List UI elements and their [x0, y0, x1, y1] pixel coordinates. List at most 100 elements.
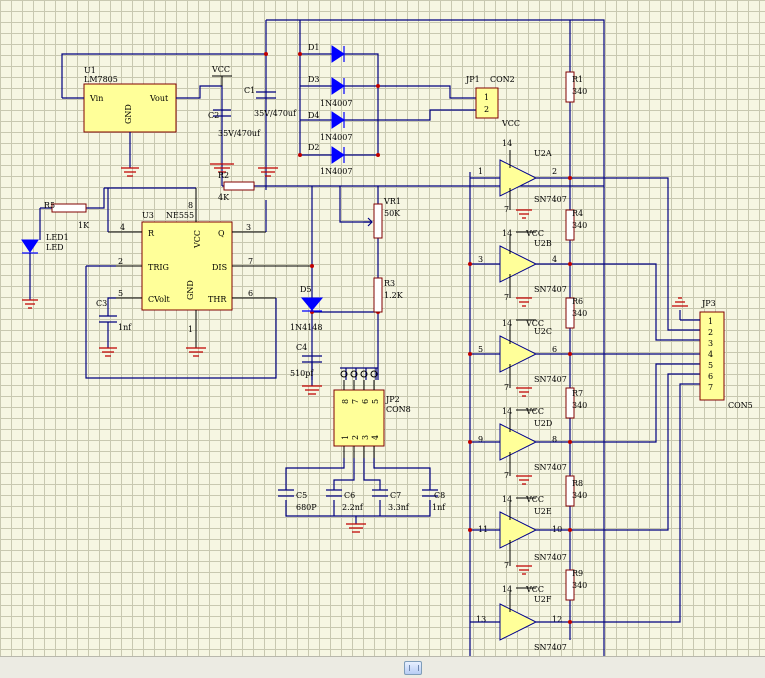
- r6-val-label: 340: [572, 309, 587, 318]
- r3-val-label: 1.2K: [384, 291, 404, 300]
- d5-val-label: 1N4148: [290, 323, 322, 332]
- r6-resistor[interactable]: R6 340: [565, 297, 587, 329]
- d2-ref-label: D2: [308, 143, 320, 152]
- jp2-ground-symbol: [346, 523, 366, 533]
- r5-resistor[interactable]: R5 1K: [44, 201, 90, 230]
- c4-ref-label: C4: [296, 343, 307, 352]
- r3-resistor[interactable]: R3 1.2K: [373, 277, 404, 313]
- led-ref-label: LED1: [46, 233, 69, 242]
- vr1-ref-label: VR1: [383, 197, 401, 206]
- c1-ground-symbol: [258, 167, 278, 177]
- c2-ground-symbol: [210, 163, 234, 173]
- r8-val-label: 340: [572, 491, 587, 500]
- u2b-out-pin: 4: [552, 255, 557, 264]
- jp3-connector[interactable]: JP3 CON5 1 2 3 4 5 6 7: [699, 299, 753, 410]
- u3-vcc-label: VCC: [193, 230, 202, 249]
- u3-cvolt-label: CVolt: [148, 295, 171, 304]
- r8-resistor[interactable]: R8 340: [565, 475, 587, 507]
- jp1-ref-label: JP1: [465, 75, 480, 84]
- u2b-gnd-pin: 7: [504, 293, 509, 302]
- c7-capacitor[interactable]: C7 3.3nf: [372, 489, 410, 512]
- schematic-sheet: U1 LM7805 Vin Vout GND VCC C2 35V/470uf …: [0, 0, 765, 656]
- u1-part-label: LM7805: [84, 75, 118, 84]
- jp3-pin7: 7: [708, 383, 713, 392]
- jp2-pin5: 5: [371, 399, 380, 404]
- jp2-connector[interactable]: JP2 CON8 8 7 6 5 1 2 3 4: [333, 389, 411, 447]
- r7-resistor[interactable]: R7 340: [565, 387, 587, 419]
- c2-capacitor[interactable]: C2 35V/470uf: [208, 109, 261, 138]
- r9-ref-label: R9: [572, 569, 583, 578]
- vr1-val-label: 50K: [384, 209, 401, 218]
- c1-capacitor[interactable]: C1 35V/470uf: [244, 86, 297, 118]
- u2d-part-label: SN7407: [534, 463, 567, 472]
- r1-val-label: 340: [572, 87, 587, 96]
- r2-resistor[interactable]: R2 4K: [218, 171, 255, 202]
- vcc-label-top: VCC: [211, 65, 230, 74]
- diode-d2[interactable]: D2 1N4007: [308, 143, 352, 176]
- c8-capacitor[interactable]: C8 1nf: [422, 489, 446, 512]
- r7-ref-label: R7: [572, 389, 583, 398]
- d3-part-label: 1N4007: [320, 99, 352, 108]
- d4-part-label: 1N4007: [320, 133, 352, 142]
- c4-val-label: 510pf: [290, 369, 314, 378]
- jp3-pin1: 1: [708, 317, 713, 326]
- u3-ne555[interactable]: U3 NE555 R VCC Q TRIG DIS CVolt THR GND: [141, 211, 233, 311]
- jp3-pin2: 2: [708, 328, 713, 337]
- d5-diode[interactable]: D5 1N4148: [290, 285, 324, 332]
- u2e-vcc-pin: 14: [502, 495, 512, 504]
- jp3-pin4: 4: [708, 350, 713, 359]
- u3-thr-label: THR: [208, 295, 227, 304]
- u1-gnd-label: GND: [124, 104, 133, 124]
- r4-ref-label: R4: [572, 209, 583, 218]
- diode-d4[interactable]: D4 1N4007: [308, 111, 352, 142]
- horizontal-scrollbar[interactable]: [0, 656, 765, 678]
- c6-capacitor[interactable]: C6 2.2nf: [326, 489, 364, 512]
- u1-vout-label: Vout: [149, 94, 169, 103]
- u3-pin5: 5: [118, 289, 123, 298]
- c4-capacitor[interactable]: C4 510pf: [290, 343, 322, 386]
- c6-val-label: 2.2nf: [342, 503, 364, 512]
- u3-pin7: 7: [248, 257, 253, 266]
- u2d-out-pin: 8: [552, 435, 557, 444]
- c8-ref-label: C8: [434, 491, 445, 500]
- u2f-out-pin: 12: [552, 615, 562, 624]
- u3-dis-label: DIS: [212, 263, 227, 272]
- r5-val-label: 1K: [78, 221, 90, 230]
- c5-capacitor[interactable]: C5 680P: [278, 489, 317, 512]
- u2e-part-label: SN7407: [534, 553, 567, 562]
- jp3-ref-label: JP3: [701, 299, 716, 308]
- u1-regulator[interactable]: U1 LM7805 Vin Vout GND: [83, 66, 177, 133]
- jp3-name-label: CON5: [728, 401, 753, 410]
- u2b-vcc-label: VCC: [525, 229, 544, 238]
- vr1-potentiometer[interactable]: VR1 50K: [364, 197, 401, 239]
- r9-resistor[interactable]: R9 340: [565, 569, 587, 601]
- jp1-connector[interactable]: JP1 CON2 1 2: [465, 75, 515, 119]
- r4-val-label: 340: [572, 221, 587, 230]
- r5-ref-label: R5: [44, 201, 55, 210]
- r1-ref-label: R1: [572, 75, 583, 84]
- jp2-pin6: 6: [361, 399, 370, 404]
- u3-ground-symbol: [186, 347, 206, 357]
- c3-capacitor[interactable]: C3 1nf: [96, 297, 132, 348]
- u2b-vcc-pin: 14: [502, 229, 512, 238]
- scrollbar-thumb[interactable]: [404, 661, 422, 675]
- u2c-part-label: SN7407: [534, 375, 567, 384]
- r4-resistor[interactable]: R4 340: [565, 209, 587, 241]
- c6-ref-label: C6: [344, 491, 355, 500]
- r8-ref-label: R8: [572, 479, 583, 488]
- r1-resistor[interactable]: R1 340: [565, 71, 587, 103]
- u2c-out-pin: 6: [552, 345, 557, 354]
- u2d-label: U2D: [534, 419, 552, 428]
- diode-d3[interactable]: D3 1N4007: [308, 75, 352, 108]
- u2c-gnd-pin: 7: [504, 383, 509, 392]
- u2c-vcc-pin: 14: [502, 319, 512, 328]
- u2d-gnd-pin: 7: [504, 471, 509, 480]
- led1[interactable]: LED1 LED: [21, 233, 69, 254]
- u2d-vcc-pin: 14: [502, 407, 512, 416]
- c4-ground-symbol: [302, 385, 322, 395]
- c7-ref-label: C7: [390, 491, 401, 500]
- led-val-label: LED: [46, 243, 64, 252]
- jp2-pin3: 3: [361, 435, 370, 440]
- jp2-pin7: 7: [351, 399, 360, 404]
- diode-d1[interactable]: D1: [308, 43, 345, 63]
